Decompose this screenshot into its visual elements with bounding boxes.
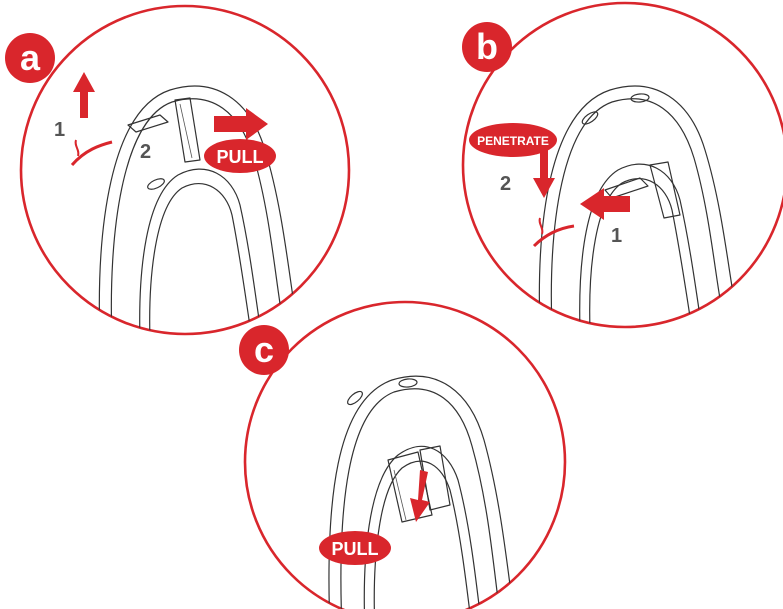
panel-c-badge-label: c bbox=[254, 329, 274, 370]
panel-b-step-2: 2 bbox=[500, 173, 511, 195]
panel-b-penetrate-label: PENETRATE bbox=[477, 134, 549, 148]
panel-a-step-1: 1 bbox=[54, 119, 65, 141]
panel-a-circle bbox=[21, 6, 349, 334]
panel-c-pull-label: PULL bbox=[332, 539, 379, 559]
panel-b-badge-label: b bbox=[476, 26, 498, 67]
panel-a: a 1 2 PULL bbox=[5, 6, 349, 340]
panel-a-badge-label: a bbox=[20, 37, 41, 78]
panel-b: b PENETRATE 2 1 bbox=[462, 3, 783, 330]
panel-a-step-2: 2 bbox=[140, 141, 151, 163]
panel-c: c PULL bbox=[239, 302, 565, 609]
panel-b-step-1: 1 bbox=[611, 225, 622, 247]
panel-a-pull-label: PULL bbox=[217, 147, 264, 167]
